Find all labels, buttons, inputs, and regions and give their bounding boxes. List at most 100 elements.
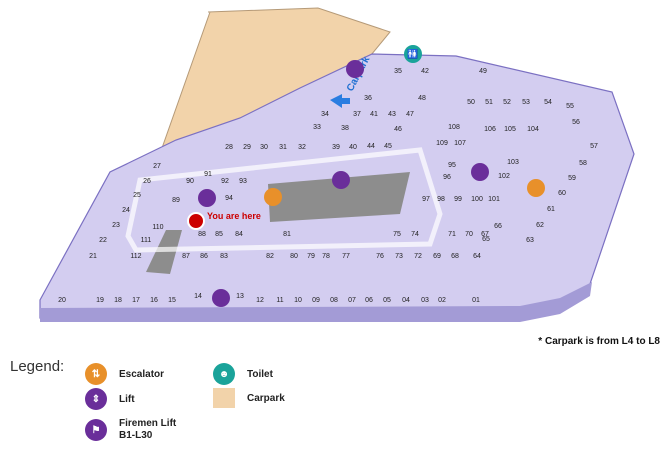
unit-07: 07 (348, 297, 356, 304)
unit-21: 21 (89, 253, 97, 260)
unit-68: 68 (451, 253, 459, 260)
unit-62: 62 (536, 222, 544, 229)
unit-35: 35 (394, 68, 402, 75)
unit-31: 31 (279, 144, 287, 151)
carpark-swatch (213, 388, 235, 408)
lift-icon: ⇕ (85, 388, 107, 410)
unit-46: 46 (394, 126, 402, 133)
unit-14: 14 (194, 293, 202, 300)
toilet-icon: ☻ (213, 363, 235, 385)
unit-112: 112 (130, 253, 141, 260)
unit-54: 54 (544, 99, 552, 106)
unit-70: 70 (465, 231, 473, 238)
unit-05: 05 (383, 297, 391, 304)
toilet-icon: 🚻 (404, 45, 422, 63)
unit-57: 57 (590, 143, 598, 150)
unit-71: 71 (448, 231, 456, 238)
unit-63: 63 (526, 237, 534, 244)
unit-51: 51 (485, 99, 493, 106)
unit-81: 81 (283, 231, 291, 238)
unit-23: 23 (112, 222, 120, 229)
firemen-lift-icon (471, 163, 489, 181)
unit-15: 15 (168, 297, 176, 304)
unit-32: 32 (298, 144, 306, 151)
unit-90: 90 (186, 178, 194, 185)
unit-56: 56 (572, 119, 580, 126)
unit-25: 25 (133, 192, 141, 199)
escalator-icon: ⇅ (85, 363, 107, 385)
unit-13: 13 (236, 293, 244, 300)
unit-04: 04 (402, 297, 410, 304)
unit-93: 93 (239, 178, 247, 185)
legend-label: Lift (119, 393, 135, 405)
unit-87: 87 (182, 253, 190, 260)
unit-39: 39 (332, 144, 340, 151)
unit-66: 66 (494, 223, 502, 230)
unit-27: 27 (153, 163, 161, 170)
unit-78: 78 (322, 253, 330, 260)
unit-83: 83 (220, 253, 228, 260)
unit-79: 79 (307, 253, 315, 260)
unit-109: 109 (436, 140, 448, 147)
unit-97: 97 (422, 196, 430, 203)
unit-101: 101 (488, 196, 500, 203)
lift-icon (212, 289, 230, 307)
unit-84: 84 (235, 231, 243, 238)
unit-67: 67 (481, 231, 489, 238)
unit-38: 38 (341, 125, 349, 132)
unit-52: 52 (503, 99, 511, 106)
unit-16: 16 (150, 297, 158, 304)
carpark-footnote: * Carpark is from L4 to L8 (538, 336, 660, 347)
legend-label: Toilet (247, 368, 273, 380)
unit-49: 49 (479, 68, 487, 75)
unit-88: 88 (198, 231, 206, 238)
unit-95: 95 (448, 162, 456, 169)
unit-20: 20 (58, 297, 66, 304)
carpark-arrow (330, 94, 350, 108)
unit-104: 104 (527, 126, 539, 133)
unit-33: 33 (313, 124, 321, 131)
unit-100: 100 (471, 196, 483, 203)
unit-03: 03 (421, 297, 429, 304)
escalator-icon (264, 188, 282, 206)
unit-108: 108 (448, 124, 460, 131)
unit-80: 80 (290, 253, 298, 260)
unit-92: 92 (221, 178, 229, 185)
unit-12: 12 (256, 297, 264, 304)
unit-17: 17 (132, 297, 140, 304)
unit-40: 40 (349, 144, 357, 151)
unit-110: 110 (152, 224, 163, 231)
unit-59: 59 (568, 175, 576, 182)
unit-08: 08 (330, 297, 338, 304)
unit-77: 77 (342, 253, 350, 260)
unit-91: 91 (204, 171, 212, 178)
floor-plan-map: Carpark 🚻 You are here 01020304050607080… (39, 7, 635, 322)
unit-85: 85 (215, 231, 223, 238)
unit-50: 50 (467, 99, 475, 106)
legend-toilet: ☻ Toilet (213, 363, 273, 385)
legend-lift: ⇕ Lift (85, 388, 135, 410)
floor-edge (40, 282, 592, 322)
atrium-void (146, 230, 182, 274)
unit-102: 102 (498, 173, 510, 180)
unit-76: 76 (376, 253, 384, 260)
svg-text:🚻: 🚻 (407, 48, 418, 59)
unit-29: 29 (243, 144, 251, 151)
unit-34: 34 (321, 111, 329, 118)
unit-26: 26 (143, 178, 151, 185)
unit-82: 82 (266, 253, 274, 260)
unit-98: 98 (437, 196, 445, 203)
unit-58: 58 (579, 160, 587, 167)
unit-36: 36 (364, 95, 372, 102)
legend-firemen-lift: ⚑ Firemen Lift B1-L30 (85, 418, 176, 442)
legend-carpark: Carpark (213, 388, 285, 408)
unit-44: 44 (367, 143, 375, 150)
unit-105: 105 (504, 126, 516, 133)
unit-94: 94 (225, 195, 233, 202)
legend-label: Escalator (119, 368, 165, 380)
unit-45: 45 (384, 143, 392, 150)
legend-title: Legend: (10, 358, 65, 375)
unit-24: 24 (122, 207, 130, 214)
lift-icon (346, 60, 364, 78)
unit-48: 48 (418, 95, 426, 102)
